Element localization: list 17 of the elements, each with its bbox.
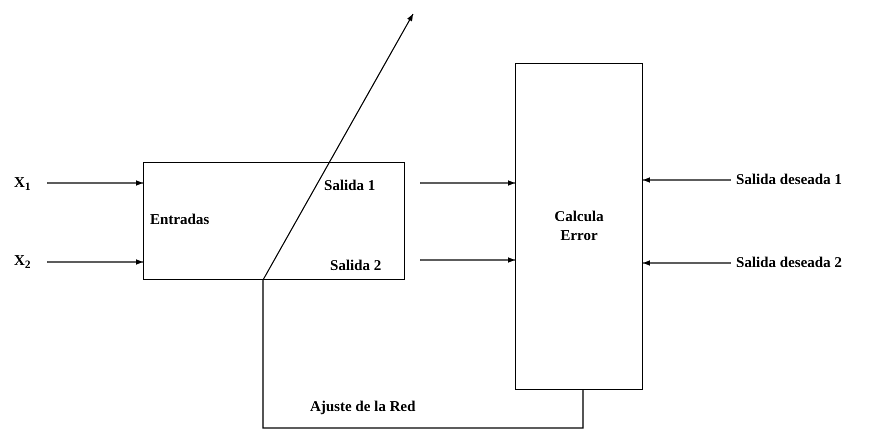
process-box	[143, 162, 405, 280]
arrow	[643, 260, 731, 266]
signal-label: X$_{1}$	[14, 175, 30, 191]
arrow	[47, 259, 143, 265]
arrow	[47, 180, 143, 186]
signal-label: Salida deseada 1	[736, 172, 842, 188]
output-label: Salida 1	[324, 177, 376, 196]
arrow	[643, 177, 731, 183]
process-box	[515, 63, 643, 390]
signal-label: X$_{2}$	[14, 253, 30, 269]
arrow	[420, 257, 515, 263]
box-label: Calcula Error	[553, 208, 605, 246]
output-label: Salida 2	[330, 257, 382, 276]
input-label: Entradas	[150, 211, 210, 230]
connector-line	[262, 280, 584, 429]
arrow	[420, 180, 515, 186]
signal-label: Salida deseada 2	[736, 255, 842, 271]
